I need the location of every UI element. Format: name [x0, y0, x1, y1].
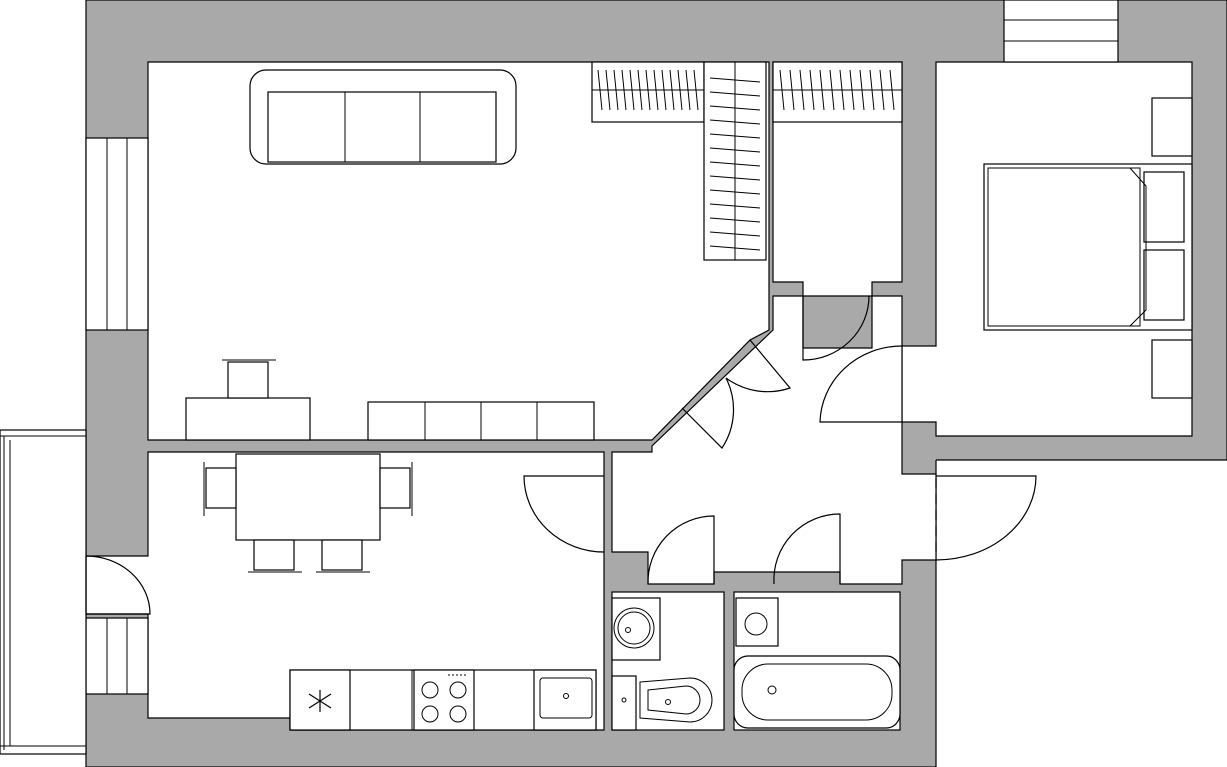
door-swing-icon	[935, 475, 1037, 561]
door-swing-icon	[802, 295, 870, 361]
toilet-room-fixtures	[611, 597, 713, 731]
exterior-area	[936, 460, 1227, 767]
toilet-icon	[611, 675, 713, 731]
door-swing-icon	[681, 339, 792, 449]
tv-cabinet	[367, 401, 595, 441]
doors	[85, 295, 1037, 615]
stove-icon	[413, 669, 475, 731]
chair-icon	[203, 462, 237, 516]
door-swing-icon	[773, 513, 841, 585]
window-icon	[1003, 0, 1119, 63]
dining-table	[235, 453, 381, 541]
chair-icon	[379, 462, 413, 516]
desk	[185, 397, 311, 441]
sofa-icon	[249, 69, 517, 165]
nightstand	[1151, 339, 1193, 399]
door-swing-icon	[819, 345, 903, 423]
double-bed-icon	[983, 163, 1193, 331]
windows	[85, 0, 1119, 695]
bathroom-fixtures	[733, 597, 901, 729]
kitchen-furniture	[203, 453, 597, 731]
door-swing-icon	[85, 555, 151, 615]
balcony	[0, 429, 87, 755]
washbasin-icon	[611, 597, 661, 661]
chair-icon	[222, 359, 276, 399]
wardrobe-icon	[772, 61, 903, 123]
wardrobe-icon	[591, 61, 705, 123]
door-swing-icon	[647, 515, 715, 585]
chair-icon	[316, 539, 370, 573]
window-icon	[85, 617, 149, 695]
bedroom-furniture	[983, 97, 1193, 399]
bathtub-icon	[733, 655, 901, 729]
fridge-icon	[289, 669, 351, 731]
sink-icon	[533, 669, 597, 731]
window-icon	[85, 137, 149, 331]
nightstand	[1151, 97, 1193, 157]
chair-icon	[248, 539, 302, 573]
wardrobe-icon	[703, 61, 767, 261]
living-room-furniture	[185, 61, 903, 441]
door-swing-icon	[523, 475, 605, 553]
kitchen-floor	[85, 451, 605, 731]
washing-machine-icon	[735, 597, 779, 647]
